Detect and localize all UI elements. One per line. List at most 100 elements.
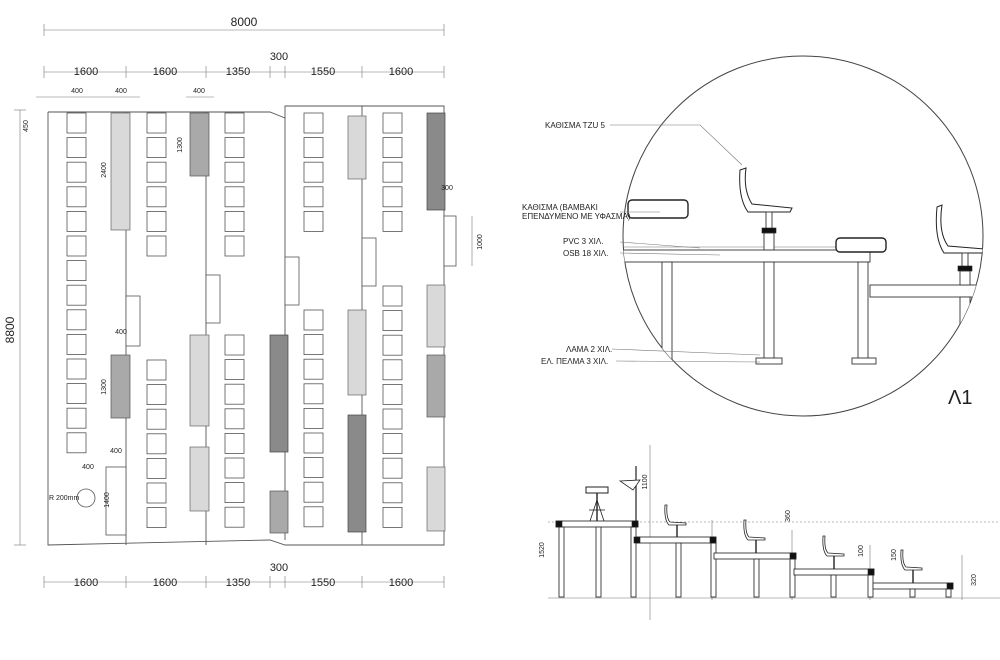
- col-width-bottom-5: 1600: [389, 577, 413, 589]
- seat-cube: [382, 408, 403, 430]
- seat-cube: [66, 333, 87, 355]
- section-stool-2: [743, 519, 766, 553]
- seat-cube: [382, 186, 403, 208]
- seat-cube: [303, 161, 324, 183]
- col-width-bottom-2: 1600: [153, 577, 177, 589]
- label-foot: ΕΛ. ΠΕΛΜΑ 3 ΧΙΛ.: [541, 357, 608, 366]
- tier-5-leg: [909, 588, 916, 598]
- tzu-seat-shell: [739, 167, 793, 213]
- bench-light-4: [347, 115, 367, 180]
- seat-dim-2: 400: [115, 88, 127, 95]
- section-stool-3: [822, 535, 845, 569]
- seat-cube: [382, 334, 403, 356]
- seat-cube: [224, 186, 245, 208]
- seat-cube: [303, 309, 324, 331]
- label-plate: ΛΑΜΑ 2 ΧΙΛ.: [566, 345, 612, 354]
- seat-dim-3: 400: [193, 88, 205, 95]
- stool-base: [763, 232, 775, 251]
- seat-cube: [66, 112, 87, 134]
- seat-cube: [146, 482, 167, 504]
- plan-benches: [76, 112, 457, 536]
- seat-cube: [146, 433, 167, 455]
- plan-annotations: 1300 2400 400 1300 400 400 1400 R 200mm …: [49, 137, 484, 508]
- seat-cube: [146, 457, 167, 479]
- label-cushion-line2: ΕΠΕΝΔΥΜΕΝΟ ΜΕ ΥΦΑΣΜΑ): [522, 212, 631, 221]
- bench-light-1: [110, 112, 131, 231]
- seat-cube: [224, 359, 245, 381]
- seat-cube: [146, 408, 167, 430]
- bench-400-low-label: 400: [110, 448, 122, 455]
- section-stool-1: [664, 504, 687, 537]
- seat-cube: [303, 481, 324, 503]
- seat-cube: [382, 161, 403, 183]
- entry-400-label: 400: [82, 464, 94, 471]
- col-width-bottom-1: 1600: [74, 577, 98, 589]
- bench-dark-2: [347, 414, 367, 533]
- tier-4-deck: [793, 568, 875, 576]
- seat-cube: [303, 137, 324, 159]
- seat-cube: [382, 359, 403, 381]
- seat-cube: [146, 384, 167, 406]
- seat-cube: [224, 383, 245, 405]
- seat-cube: [382, 457, 403, 479]
- seat-cube: [66, 186, 87, 208]
- seat-cube: [303, 432, 324, 454]
- seat-cube: [382, 383, 403, 405]
- label-osb: OSB 18 ΧΙΛ.: [563, 249, 608, 258]
- table-2: [205, 274, 221, 324]
- seat-cube: [303, 358, 324, 380]
- tier-3-leg-b: [789, 558, 796, 598]
- label-cushion-line1: ΚΑΘΙΣΜΑ (ΒΑΜΒΑΚΙ: [522, 203, 598, 212]
- seat-cube: [303, 457, 324, 479]
- seat-cube: [66, 235, 87, 257]
- stool-base-right: [959, 270, 971, 286]
- seat-cube: [382, 433, 403, 455]
- col-width-top-4: 1550: [311, 66, 335, 78]
- tier-2-deck: [635, 536, 717, 544]
- top-edge-label: 450: [23, 120, 30, 132]
- tier-5-leg-b: [945, 588, 952, 598]
- col-width-bottom-4: 1550: [311, 577, 335, 589]
- bench-1300-a-label: 1300: [177, 137, 184, 153]
- seat-dim-1: 400: [71, 88, 83, 95]
- bench-mid-4: [426, 354, 446, 418]
- bench-light-5: [347, 309, 367, 396]
- lower-platform: [869, 284, 983, 298]
- bench-1300-b-label: 1300: [101, 379, 108, 395]
- bench-400-mid-label: 400: [115, 329, 127, 336]
- seat-cube: [146, 210, 167, 232]
- overall-height-label: 8800: [3, 316, 17, 343]
- tier-3-leg: [753, 558, 760, 598]
- seat-cube: [224, 210, 245, 232]
- seat-cube: [382, 285, 403, 307]
- foot-plate-1: [755, 357, 783, 365]
- right-300-label: 300: [441, 185, 453, 192]
- seat-cube: [146, 137, 167, 159]
- tier-5-deck: [872, 582, 954, 590]
- seat-cube: [303, 506, 324, 528]
- col-width-top-2: 1600: [153, 66, 177, 78]
- tier-1-leg-a: [558, 526, 565, 598]
- tier-4-leg: [830, 574, 837, 598]
- table-entry: [105, 466, 127, 536]
- support-leg-2: [763, 261, 775, 363]
- seat-cube: [146, 507, 167, 529]
- platform-deck: [623, 249, 871, 263]
- tzu-seat-shell-right: [935, 204, 983, 254]
- seat-cube: [66, 260, 87, 282]
- col-width-top-1: 1600: [74, 66, 98, 78]
- seat-cube: [382, 112, 403, 134]
- bench-light-6: [426, 284, 446, 348]
- bench-dark-3: [426, 112, 446, 211]
- tier-3-deck: [713, 552, 797, 560]
- plan-dimensions: 8000 300 1600 1600 1350 1550 1600 400 40…: [3, 15, 445, 589]
- seat-cube: [66, 137, 87, 159]
- col-width-top-5: 1600: [389, 66, 413, 78]
- seat-cube: [66, 210, 87, 232]
- bottom-aisle-label: 300: [270, 562, 288, 574]
- seat-cube: [146, 186, 167, 208]
- seat-cube: [382, 137, 403, 159]
- tier-2-leg-b: [710, 542, 717, 598]
- section-stool-4: [900, 549, 923, 583]
